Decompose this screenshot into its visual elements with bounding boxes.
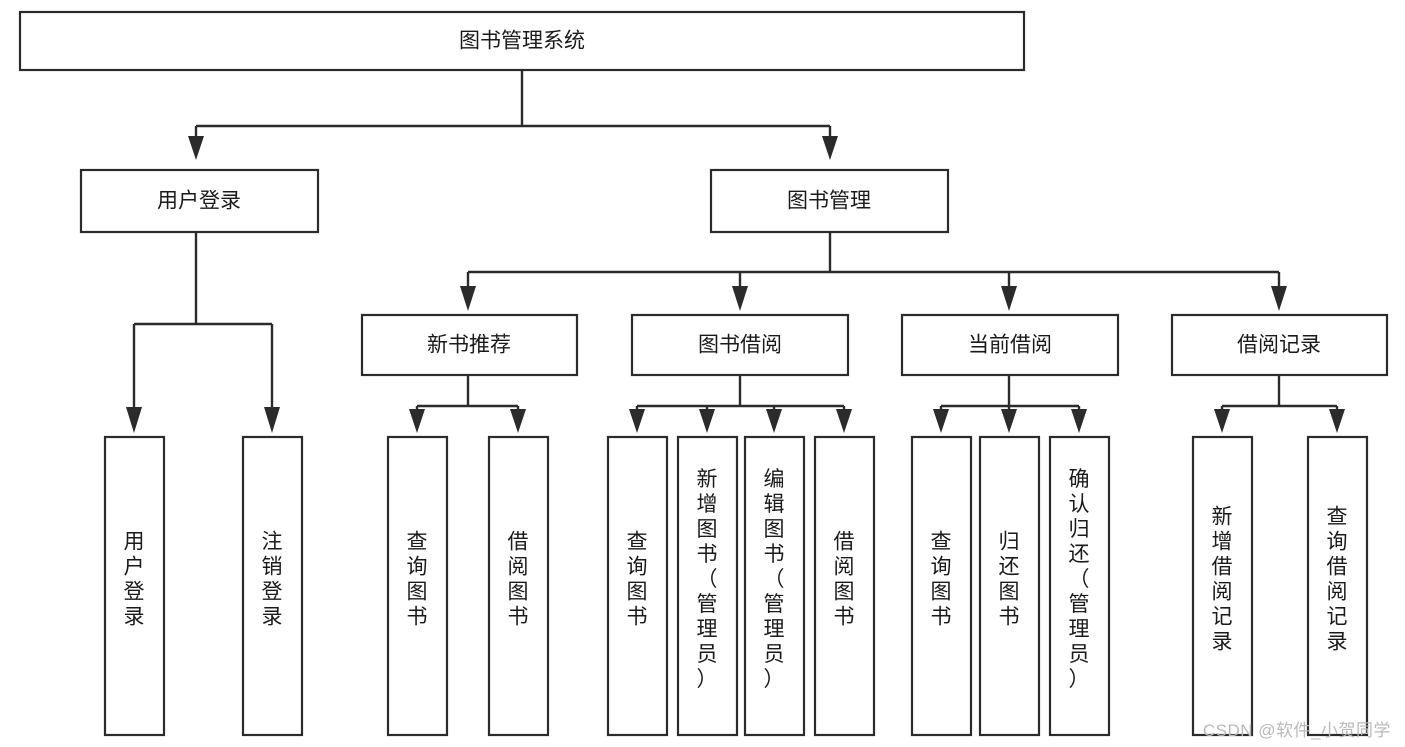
arrow-head-br-leaf-1	[1214, 409, 1230, 433]
leaf-node-logout[interactable]: 注销登录	[241, 435, 304, 737]
connector-group-borrow-records	[1214, 375, 1345, 433]
connector-group-user-login	[126, 232, 280, 433]
leaf-label-nbr-borrow-book: 借阅图书	[508, 531, 529, 629]
leaf-box-bb-query-book[interactable]	[606, 435, 669, 737]
connector-group-current-borrow	[933, 375, 1087, 433]
leaf-node-cb-return-book[interactable]: 归还图书	[978, 435, 1041, 737]
leaf-node-bb-query-book[interactable]: 查询图书	[606, 435, 669, 737]
node-book-management-box[interactable]	[709, 168, 950, 234]
leaf-node-bb-borrow-book[interactable]: 借阅图书	[813, 435, 876, 737]
leaf-box-bb-borrow-book[interactable]	[813, 435, 876, 737]
leaf-box-user-login-action[interactable]	[103, 435, 166, 737]
arrow-head-bb-leaf-4	[836, 409, 852, 433]
arrow-head-cb-leaf-3	[1071, 409, 1087, 433]
connector-group-book-mgmt	[460, 232, 1287, 311]
arrow-head-br-leaf-2	[1329, 409, 1345, 433]
node-root-system[interactable]: 图书管理系统	[18, 10, 1026, 72]
arrow-head-borrow-records	[1271, 286, 1287, 311]
leaf-node-cb-query-book[interactable]: 查询图书	[910, 435, 973, 737]
leaf-node-nbr-borrow-book[interactable]: 借阅图书	[487, 435, 550, 737]
node-borrow-records-label: 借阅记录	[1237, 334, 1321, 357]
arrow-head-leaf-user-login	[126, 407, 142, 433]
arrow-head-cb-leaf-2	[1001, 409, 1017, 433]
arrow-head-nbr-leaf-2	[510, 409, 526, 433]
leaf-box-logout[interactable]	[241, 435, 304, 737]
node-user-login-box[interactable]	[79, 168, 320, 234]
leaf-label-bb-edit-book: 编辑图书（管理员）	[764, 468, 785, 691]
node-user-login[interactable]: 用户登录	[79, 168, 320, 234]
node-current-borrow[interactable]: 当前借阅	[900, 313, 1120, 377]
arrow-head-bb-leaf-2	[699, 409, 715, 433]
leaf-node-nbr-query-book[interactable]: 查询图书	[386, 435, 449, 737]
arrow-head-leaf-logout	[264, 407, 280, 433]
node-book-borrow-box[interactable]	[630, 313, 850, 377]
node-root-label: 图书管理系统	[459, 30, 585, 53]
leaf-box-bb-add-book[interactable]	[676, 435, 739, 737]
node-user-login-label: 用户登录	[157, 190, 241, 213]
leaf-label-cb-return-book: 归还图书	[999, 531, 1020, 629]
leaf-box-cb-return-book[interactable]	[978, 435, 1041, 737]
leaf-label-cb-query-book: 查询图书	[931, 531, 952, 629]
leaf-box-bb-edit-book[interactable]	[743, 435, 806, 737]
arrow-head-user-login	[188, 136, 204, 160]
leaf-box-nbr-borrow-book[interactable]	[487, 435, 550, 737]
node-borrow-records[interactable]: 借阅记录	[1170, 313, 1389, 377]
arrow-head-bb-leaf-1	[629, 409, 645, 433]
leaf-label-bb-borrow-book: 借阅图书	[834, 531, 855, 629]
leaf-label-logout: 注销登录	[262, 531, 283, 629]
leaf-node-user-login-action[interactable]: 用户登录	[103, 435, 166, 737]
leaf-label-bb-query-book: 查询图书	[627, 531, 648, 629]
connector-group-book-borrow	[629, 375, 852, 433]
connector-group-root	[188, 70, 838, 160]
leaf-node-br-query-record[interactable]: 查询借阅记录	[1306, 435, 1369, 737]
node-current-borrow-label: 当前借阅	[968, 334, 1052, 357]
leaf-node-br-add-record[interactable]: 新增借阅记录	[1191, 435, 1254, 737]
leaf-label-cb-confirm-return: 确认归还（管理员）	[1069, 468, 1090, 691]
arrow-head-cb-leaf-1	[933, 409, 949, 433]
leaf-box-br-query-record[interactable]	[1306, 435, 1369, 737]
arrow-head-book-mgmt	[822, 136, 838, 160]
leaf-label-nbr-query-book: 查询图书	[407, 531, 428, 629]
arrow-head-bb-leaf-3	[766, 409, 782, 433]
node-new-book-recommend-label: 新书推荐	[427, 334, 511, 357]
node-book-management[interactable]: 图书管理	[709, 168, 950, 234]
node-new-book-recommend-box[interactable]	[360, 313, 579, 377]
leaf-label-br-query-record: 查询借阅记录	[1327, 506, 1348, 654]
leaf-box-nbr-query-book[interactable]	[386, 435, 449, 737]
leaf-box-cb-confirm-return[interactable]	[1048, 435, 1111, 737]
node-new-book-recommend[interactable]: 新书推荐	[360, 313, 579, 377]
node-book-borrow-label: 图书借阅	[698, 334, 782, 357]
connector-group-new-book-recommend	[409, 375, 526, 433]
leaf-node-bb-add-book[interactable]: 新增图书（管理员）	[676, 435, 739, 737]
arrow-head-current-borrow	[1001, 286, 1017, 311]
arrow-head-book-borrow	[732, 286, 748, 311]
leaf-box-br-add-record[interactable]	[1191, 435, 1254, 737]
arrow-head-nbr-leaf-1	[409, 409, 425, 433]
leaf-box-cb-query-book[interactable]	[910, 435, 973, 737]
leaf-label-user-login-action: 用户登录	[124, 531, 145, 629]
leaf-label-bb-add-book: 新增图书（管理员）	[697, 468, 718, 691]
node-current-borrow-box[interactable]	[900, 313, 1120, 377]
node-borrow-records-box[interactable]	[1170, 313, 1389, 377]
node-book-borrow[interactable]: 图书借阅	[630, 313, 850, 377]
node-root-box[interactable]	[18, 10, 1026, 72]
leaf-node-cb-confirm-return[interactable]: 确认归还（管理员）	[1048, 435, 1111, 737]
leaf-node-bb-edit-book[interactable]: 编辑图书（管理员）	[743, 435, 806, 737]
node-book-management-label: 图书管理	[787, 190, 871, 213]
leaf-label-br-add-record: 新增借阅记录	[1212, 506, 1233, 654]
arrow-head-new-book-recommend	[460, 286, 476, 311]
